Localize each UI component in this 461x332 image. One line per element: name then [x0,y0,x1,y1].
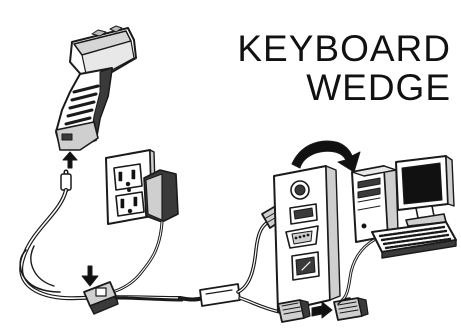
desktop-computer-icon [351,165,399,243]
barcode-scanner-icon [55,25,137,151]
keyboard-icon [338,221,457,304]
main-cable [178,220,282,314]
connector-arrow-icon [62,151,78,169]
y-splitter-connector [83,281,184,315]
title-line-1: KEYBOARD [237,28,451,69]
cable-connectors [277,297,369,323]
connector-arrow-icon [81,265,99,287]
monitor-icon [395,155,455,227]
title-line-2: WEDGE [306,67,451,108]
rotate-arrow-icon [291,140,361,173]
power-adapter-icon [110,169,179,294]
computer-back-panel-icon [273,165,341,313]
